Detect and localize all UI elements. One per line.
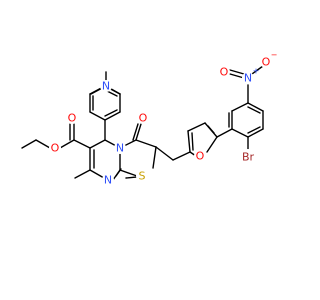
atom-o-ester-carbonyl: O	[68, 112, 77, 125]
bond	[231, 128, 249, 138]
bond	[247, 106, 261, 114]
bond	[251, 65, 264, 75]
charge-minus: −	[271, 51, 278, 60]
atom-bg	[242, 72, 254, 84]
atom-bg	[49, 142, 61, 154]
bond	[229, 73, 245, 79]
atom-o-keto: O	[139, 112, 148, 125]
bond	[59, 139, 75, 149]
bond	[132, 123, 139, 141]
atom-br: Br	[242, 151, 255, 164]
atom-n-ring-lower: N	[104, 174, 112, 187]
atom-bg	[114, 142, 126, 154]
bond	[187, 130, 191, 153]
bond	[191, 132, 194, 151]
bond	[206, 136, 218, 153]
bond	[247, 102, 264, 112]
bond	[207, 125, 215, 134]
atom-o-nitro-minus: O	[262, 56, 271, 69]
atom-bg	[260, 56, 272, 68]
bond	[231, 102, 249, 112]
atom-bg	[137, 112, 149, 124]
atom-o-furan: O	[196, 150, 205, 163]
bond	[21, 139, 37, 149]
bond	[135, 123, 142, 141]
atom-n-amine: N	[102, 80, 110, 93]
atom-n-ring: N	[116, 142, 124, 155]
bond	[89, 139, 106, 149]
bond	[152, 146, 157, 169]
atoms: N N N S O O O O N + O − O Br	[49, 51, 277, 187]
atom-o-nitro: O	[220, 66, 229, 79]
bond	[187, 122, 206, 132]
bond	[104, 111, 121, 121]
atom-s-ring: S	[139, 170, 146, 183]
bond	[155, 146, 174, 161]
bond	[74, 169, 91, 179]
atom-o-ester: O	[51, 142, 60, 155]
bond	[229, 69, 245, 75]
bond	[172, 151, 191, 161]
atom-bg	[102, 174, 114, 186]
molecule-structure: N N N S O O O O N + O − O Br	[21, 51, 277, 187]
bond	[119, 169, 138, 177]
bond	[104, 109, 118, 117]
charge-plus: +	[253, 67, 260, 76]
bond	[73, 139, 91, 149]
atom-bg	[194, 150, 206, 162]
bond	[89, 111, 106, 121]
bond	[89, 169, 105, 179]
bond	[247, 128, 264, 138]
bond	[216, 128, 233, 138]
bond	[247, 126, 261, 134]
atom-bg	[218, 66, 230, 78]
bond	[135, 139, 157, 148]
bond	[35, 139, 51, 149]
atom-n-nitro: N	[244, 72, 252, 85]
atom-bg	[240, 149, 256, 165]
atom-bg	[100, 80, 112, 92]
atom-bg	[66, 112, 78, 124]
atom-bg	[136, 170, 148, 182]
